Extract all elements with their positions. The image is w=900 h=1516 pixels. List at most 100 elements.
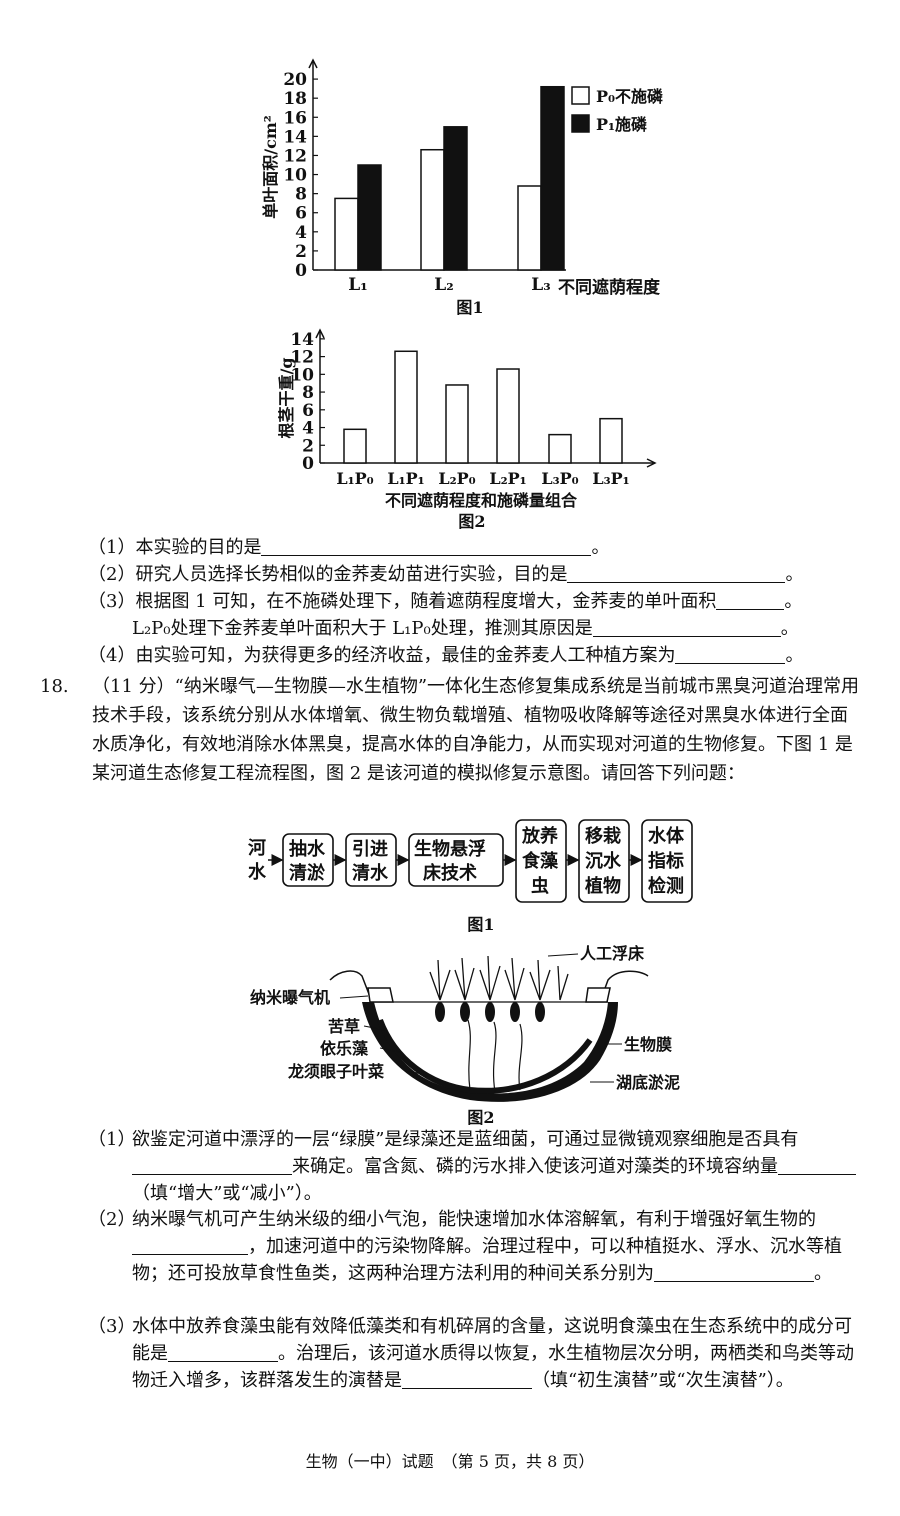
q17-part4-end: 。	[785, 645, 804, 666]
answer-blank[interactable]	[778, 1156, 856, 1175]
q17-part4-text: （4）由实验可知，为获得更多的经济收益，最佳的金荞麦人工种植方案为	[88, 645, 676, 666]
q17-part1-end: 。	[591, 537, 610, 558]
fig1-y-tick-label: 0	[295, 261, 307, 281]
legend-swatch-p1	[571, 114, 590, 133]
svg-text:沉水: 沉水	[585, 850, 622, 872]
flow-start-char1: 河	[248, 838, 266, 859]
fig1-bar	[443, 126, 468, 271]
fig1-y-tick-label: 12	[283, 146, 307, 166]
fig1-ylabel: 单叶面积/cm²	[261, 115, 280, 219]
q18-part1-text3: （填“增大”或“减小”）。	[132, 1183, 322, 1204]
answer-blank[interactable]	[716, 591, 785, 610]
fig1-y-tick-label: 14	[283, 127, 307, 147]
q17-part1: （1）本实验的目的是 。	[88, 534, 858, 561]
fig2-y-tick-label: 8	[302, 383, 314, 403]
svg-text:食藻: 食藻	[521, 850, 559, 872]
flow-box-water-test-label: 水体	[648, 825, 685, 847]
q17-part3-text: （3）根据图 1 可知，在不施磷处理下，随着遮荫程度增大，金荞麦的单叶面积	[88, 591, 717, 612]
flow-box-dredge-label: 抽水	[289, 838, 326, 860]
flow-box-float-bed-label: 生物悬浮	[414, 838, 486, 860]
q18-river-diagram: 人工浮床 纳米曝气机 苦草 依乐藻 龙须眼子叶菜 生物膜 湖底淤泥 图2	[250, 944, 680, 1127]
fig2-ylabel: 根茎干重/g	[277, 357, 296, 438]
flow-box-algae-eaters	[515, 819, 567, 903]
fig1-bars	[334, 85, 565, 271]
submerged-plants	[467, 1019, 523, 1093]
q18-part3-text3: （填“初生演替”或“次生演替”）。	[532, 1370, 794, 1391]
q18-part3: （3） 水体中放养食藻虫能有效降低藻类和有机碎屑的含量，这说明食藻虫在生态系统中…	[88, 1313, 858, 1394]
label-pondweed: 龙须眼子叶菜	[287, 1062, 384, 1081]
fig2-bar	[394, 350, 418, 464]
label-aerator: 纳米曝气机	[250, 988, 330, 1007]
fig1-y-tick-label: 10	[283, 166, 307, 186]
q18-fig1-caption: 图1	[467, 915, 494, 934]
q18-part1-text: 欲鉴定河道中漂浮的一层“绿膜”是绿藻还是蓝细菌，可通过显微镜观察细胞是否具有	[132, 1129, 799, 1150]
answer-blank[interactable]	[402, 1370, 532, 1389]
fig1-y-tick-label: 20	[283, 70, 307, 90]
q18-part3-body: 水体中放养食藻虫能有效降低藻类和有机碎屑的含量，这说明食藻虫在生态系统中的成分可…	[132, 1313, 858, 1394]
q17-part1-text: （1）本实验的目的是	[88, 537, 262, 558]
q18-part2-text: 纳米曝气机可产生纳米级的细小气泡，能快速增加水体溶解氧，有利于增强好氧生物的	[132, 1209, 816, 1230]
q17-part3-cont-end: 。	[780, 618, 799, 639]
label-elodea: 依乐藻	[320, 1039, 369, 1058]
fig2-y-tick-label: 2	[302, 436, 314, 456]
fig2-x-tick-label: L₂P₀	[438, 469, 475, 488]
legend-label-p0: P₀不施磷	[596, 87, 664, 106]
svg-text:床技术: 床技术	[423, 862, 477, 884]
answer-blank[interactable]	[654, 1263, 814, 1282]
answer-blank[interactable]	[675, 645, 786, 664]
fig2-y-arrow	[315, 328, 325, 339]
label-eelgrass: 苦草	[328, 1017, 360, 1036]
fig1-x-tick-label: L₂	[434, 275, 453, 295]
label-float-bed: 人工浮床	[580, 944, 645, 963]
answer-blank[interactable]	[261, 537, 592, 556]
answer-blank[interactable]	[567, 564, 786, 583]
fig2-y-tick-label: 10	[290, 365, 314, 385]
svg-text:清水: 清水	[352, 862, 389, 884]
fig2-bar	[548, 433, 572, 464]
fig1-xlabel: 不同遮荫程度	[558, 277, 661, 298]
fig2-y-tick-label: 4	[302, 419, 314, 439]
answer-blank[interactable]	[132, 1156, 292, 1175]
q18-part2: （2） 纳米曝气机可产生纳米级的细小气泡，能快速增加水体溶解氧，有利于增强好氧生…	[88, 1206, 858, 1287]
q18-part2-label: （2）	[88, 1209, 136, 1230]
answer-blank[interactable]	[132, 1236, 248, 1255]
answer-blank[interactable]	[168, 1343, 278, 1362]
q18-fig2-caption: 图2	[467, 1108, 494, 1127]
fig2-y-tick-label: 0	[302, 454, 314, 474]
fig2-bar	[496, 368, 520, 464]
legend-label-p1: P₁施磷	[596, 115, 648, 134]
q17-part2: （2）研究人员选择长势相似的金荞麦幼苗进行实验，目的是 。	[88, 561, 858, 588]
q18-part2-text3: 。	[814, 1263, 832, 1284]
fig1-bar	[357, 164, 382, 271]
answer-blank[interactable]	[592, 618, 781, 637]
fig1-y-tick-label: 8	[295, 185, 307, 205]
fig1-bar	[334, 197, 359, 271]
svg-text:检测: 检测	[648, 875, 684, 897]
fig1-legend: P₀不施磷 P₁施磷	[571, 86, 664, 134]
fig2-y-tick-label: 12	[290, 348, 314, 368]
q17-part3-end: 。	[784, 591, 803, 612]
q17-part4: （4）由实验可知，为获得更多的经济收益，最佳的金荞麦人工种植方案为 。	[88, 642, 858, 669]
q17-part3-cont-text: L₂P₀处理下金荞麦单叶面积大于 L₁P₀处理，推测其原因是	[132, 618, 593, 639]
q18-part2-text2: ，加速河道中的污染物降解。治理过程中，可以种植挺水、浮水、沉水等植物；还可投放草…	[132, 1236, 842, 1284]
fig1-y-arrow	[308, 58, 318, 69]
flow-box-algae-eaters-label: 放养	[521, 825, 559, 847]
label-biofilm: 生物膜	[624, 1035, 672, 1054]
fig2-axes	[315, 328, 657, 468]
q17-part2-text: （2）研究人员选择长势相似的金荞麦幼苗进行实验，目的是	[88, 564, 568, 585]
svg-text:虫: 虫	[531, 875, 549, 897]
q18-part3-label: （3）	[88, 1316, 136, 1337]
q17-part2-end: 。	[785, 564, 804, 585]
q18-part1-text2: 来确定。富含氮、磷的污水排入使该河道对藻类的环境容纳量	[292, 1156, 778, 1177]
q18-number: 18.	[40, 676, 69, 697]
fig1-x-tick-label: L₁	[348, 275, 367, 295]
flow-box-clean-water-label: 引进	[352, 839, 388, 860]
fig2-xlabel: 不同遮荫程度和施磷量组合	[385, 491, 578, 510]
fig2-x-tick-label: L₁P₀	[336, 469, 373, 488]
fig1-y-tick-label: 2	[295, 242, 307, 262]
q18-intro-text: （11 分）“纳米曝气—生物膜—水生植物”一体化生态修复集成系统是当前城市黑臭河…	[92, 676, 860, 784]
fig2-x-arrow	[646, 458, 657, 468]
